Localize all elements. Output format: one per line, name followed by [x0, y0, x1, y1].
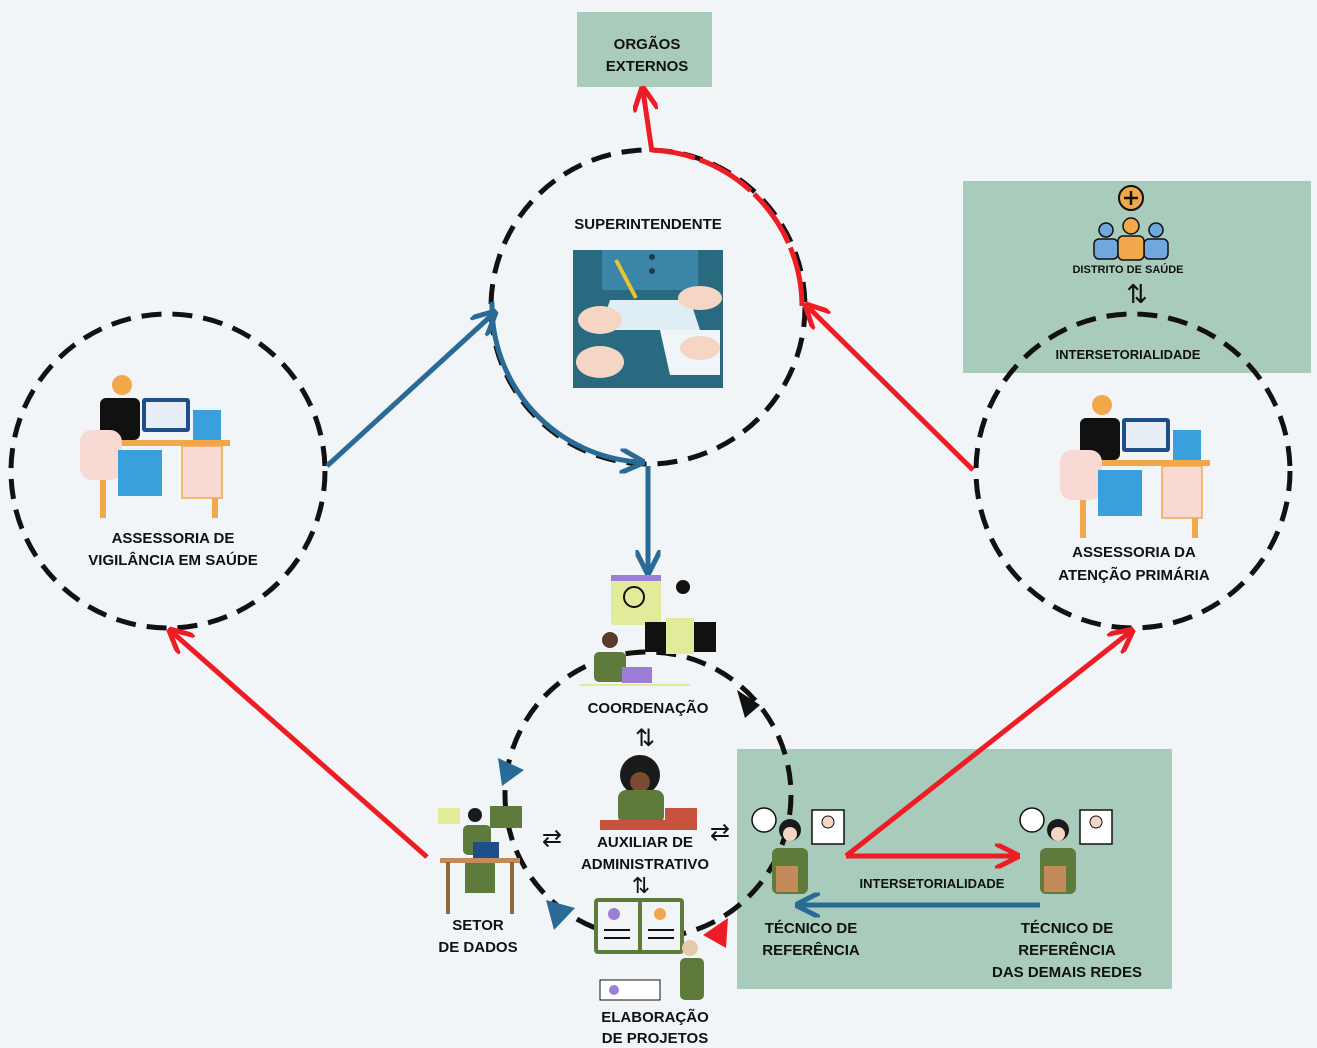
triangle-red-bottom — [703, 918, 728, 948]
arrow-primary-care-to-superintendent — [808, 307, 975, 472]
arrow-surveillance-to-superintendent — [325, 314, 493, 468]
reference-technician-illustration — [751, 807, 845, 894]
intersectoral-top-label: INTERSETORIALIDADE — [1056, 347, 1201, 362]
coordination-illustration — [580, 575, 716, 686]
data-sector-label-2: DE DADOS — [438, 939, 517, 956]
primary-care-circle — [973, 311, 1293, 631]
admin-assistant-label-2: ADMINISTRATIVO — [581, 856, 709, 873]
health-district-panel — [963, 181, 1311, 373]
triangle-black-top — [737, 690, 760, 718]
surveillance-worker-illustration — [80, 375, 230, 518]
health-surveillance-circle — [8, 311, 328, 631]
coordination-updown-symbol: ⇅ — [635, 724, 655, 752]
reference-technician-label-1: TÉCNICO DE — [765, 920, 858, 937]
technicians-panel — [737, 749, 1172, 989]
admin-assistant-label-1: AUXILIAR DE — [597, 834, 693, 851]
arrow-superintendent-to-external — [643, 91, 652, 153]
admin-assistant-updown-symbol: ⇅ — [632, 874, 650, 899]
arrow-technician-to-primary-care — [844, 632, 1130, 858]
other-networks-technician-illustration — [1019, 807, 1113, 894]
reference-technician-label-2: REFERÊNCIA — [762, 941, 860, 959]
primary-care-label-1: ASSESSORIA DA — [1072, 544, 1196, 561]
admin-assistant-illustration — [600, 755, 697, 830]
external-bodies-label-1: ORGÃOS — [614, 35, 681, 53]
red-arc-superintendent — [651, 147, 805, 307]
primary-care-label-2: ATENÇÃO PRIMÁRIA — [1058, 566, 1210, 584]
superintendent-label: SUPERINTENDENTE — [574, 216, 722, 233]
external-bodies-label-2: EXTERNOS — [606, 58, 689, 75]
left-exchange-symbol: ⇄ — [542, 824, 562, 852]
right-exchange-symbol: ⇄ — [710, 818, 730, 846]
project-development-label-1: ELABORAÇÃO — [601, 1008, 709, 1026]
health-district-icon — [1093, 185, 1169, 261]
meeting-illustration — [573, 250, 723, 388]
triangle-blue-left — [498, 758, 524, 786]
health-district-updown-symbol: ⇅ — [1126, 280, 1148, 310]
arrow-data-sector-to-surveillance — [172, 632, 429, 859]
project-development-label-2: DE PROJETOS — [602, 1030, 708, 1047]
external-bodies-box — [577, 12, 712, 87]
other-networks-technician-label-1: TÉCNICO DE — [1021, 920, 1114, 937]
other-networks-technician-label-2: REFERÊNCIA — [1018, 941, 1116, 959]
other-networks-technician-label-3: DAS DEMAIS REDES — [992, 964, 1142, 981]
intersectoral-bottom-label: INTERSETORIALIDADE — [860, 876, 1005, 891]
primary-care-worker-illustration — [1060, 395, 1210, 538]
health-district-label: DISTRITO DE SAÚDE — [1072, 263, 1183, 276]
coordination-label: COORDENAÇÃO — [588, 699, 709, 717]
triangle-blue-bottom — [546, 900, 575, 930]
data-sector-label-1: SETOR — [452, 917, 504, 934]
data-sector-illustration — [438, 806, 522, 914]
project-development-illustration — [594, 898, 704, 1001]
health-surveillance-label-2: VIGILÂNCIA EM SAÚDE — [88, 551, 257, 569]
health-surveillance-label-1: ASSESSORIA DE — [112, 530, 235, 547]
